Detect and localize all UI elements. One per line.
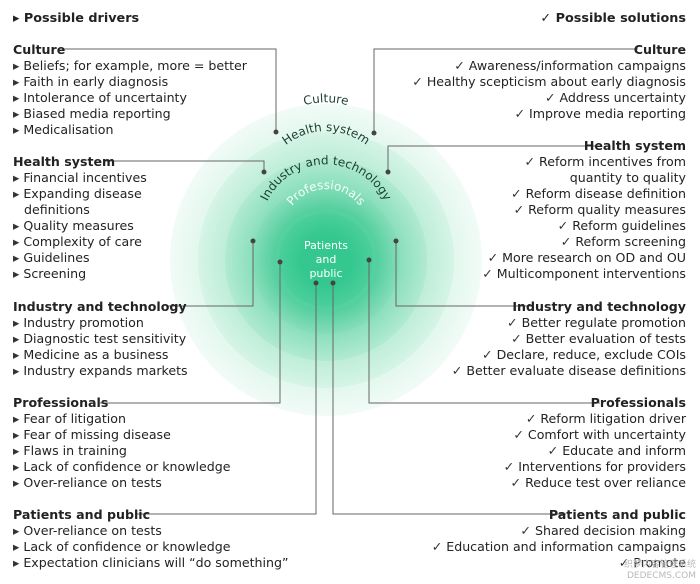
solution-item: Better regulate promotion (452, 315, 686, 331)
solution-item: Comfort with uncertainty (504, 427, 686, 443)
solution-item: Shared decision making (432, 523, 686, 539)
driver-item: Financial incentives (13, 170, 146, 186)
driver-item: Medicine as a business (13, 347, 188, 363)
solutions-header: ✓ Possible solutions (540, 11, 686, 26)
solution-section-culture: Culture Awareness/information campaigns … (412, 42, 686, 122)
solution-item: Reduce test over reliance (504, 475, 686, 491)
solution-item: Healthy scepticism about early diagnosis (412, 74, 686, 90)
connector-solution-industry (395, 241, 534, 307)
solution-section-health-system: Health system Reform incentives from qua… (482, 138, 686, 282)
drivers-header-marker: ▸ (13, 11, 24, 26)
connector-driver-culture (62, 48, 277, 132)
solutions-header-label: Possible solutions (555, 11, 686, 26)
driver-item: Lack of confidence or knowledge (13, 539, 289, 555)
driver-section-culture: Culture Beliefs; for example, more = bet… (13, 42, 247, 138)
solution-item: Education and information campaigns (432, 539, 686, 555)
driver-item: Lack of confidence or knowledge (13, 459, 230, 475)
ring-label-culture: Culture (302, 91, 350, 108)
watermark: 织梦内容管理系统 DEDECMS.COM (624, 560, 696, 582)
solution-section-title: Professionals (590, 395, 686, 410)
solution-item: Address uncertainty (412, 90, 687, 106)
connector-solution-professionals (368, 260, 600, 404)
connector-solution-health-system (387, 145, 596, 172)
driver-section-title: Industry and technology (13, 299, 187, 314)
core-patients-public (279, 213, 373, 307)
solution-connectors (330, 48, 638, 515)
solution-section-professionals: Professionals Reform litigation driver C… (504, 395, 686, 491)
driver-item: Screening (13, 266, 147, 282)
core-label-line2: and (316, 253, 337, 266)
driver-item: Fear of missing disease (13, 427, 231, 443)
solutions-header-marker: ✓ (540, 11, 556, 26)
driver-item: Beliefs; for example, more = better (13, 58, 247, 74)
solution-item: Declare, reduce, exclude COIs (452, 347, 686, 363)
watermark-line2: DEDECMS.COM (627, 571, 696, 581)
solution-item: Reform quality measures (482, 202, 686, 218)
watermark-line1: 织梦内容管理系统 (623, 560, 696, 570)
driver-item: Fear of litigation (13, 411, 231, 427)
driver-section-title: Health system (13, 154, 116, 169)
solution-item-continuation: quantity to quality (569, 170, 686, 185)
driver-item: Faith in early diagnosis (13, 74, 247, 90)
driver-item: Guidelines (13, 250, 147, 266)
driver-item: Medicalisation (13, 122, 247, 138)
solution-section-title: Industry and technology (512, 299, 686, 314)
solution-item: Multicomponent interventions (482, 266, 686, 282)
connector-driver-industry (166, 241, 254, 307)
driver-item: Biased media reporting (13, 106, 247, 122)
driver-section-patients: Patients and public Over-reliance on tes… (13, 507, 289, 571)
solution-item: More research on OD and OU (482, 250, 686, 266)
drivers-header-label: Possible drivers (23, 11, 140, 26)
driver-section-title: Patients and public (13, 507, 151, 522)
driver-item: Industry promotion (13, 315, 188, 331)
solution-item: Reform litigation driver (504, 411, 686, 427)
solution-section-title: Health system (583, 138, 686, 153)
driver-item: Complexity of care (13, 234, 147, 250)
connector-solution-patients (332, 283, 566, 515)
drivers-header: ▸ Possible drivers (13, 11, 139, 26)
solution-section-patients: Patients and public Shared decision maki… (432, 507, 686, 571)
solution-item: Reform disease definition (482, 186, 686, 202)
solution-item: Better evaluate disease definitions (452, 363, 686, 379)
driver-item-continuation: definitions (24, 202, 90, 217)
driver-item: Quality measures (13, 218, 147, 234)
solution-section-title: Patients and public (548, 507, 686, 522)
driver-item: Over-reliance on tests (13, 523, 289, 539)
solution-section-title: Culture (633, 42, 686, 57)
driver-item: Expectation clinicians will “do somethin… (13, 555, 288, 571)
driver-connectors (62, 48, 319, 515)
driver-item: Diagnostic test sensitivity (13, 331, 188, 347)
connector-driver-health-system (104, 160, 265, 172)
solution-item: Reform screening (482, 234, 686, 250)
solution-item: Reform guidelines (482, 218, 686, 234)
driver-item: Intolerance of uncertainty (13, 90, 247, 106)
solution-item: Awareness/information campaigns (412, 58, 686, 74)
solution-item: Interventions for providers (504, 459, 686, 475)
driver-section-title: Culture (13, 42, 66, 57)
driver-item: Flaws in training (13, 443, 231, 459)
solution-section-industry: Industry and technology Better regulate … (452, 299, 686, 379)
driver-item: Industry expands markets (13, 363, 187, 379)
solution-item: Educate and inform (504, 443, 686, 459)
solution-item: Reform incentives from (482, 154, 686, 170)
driver-section-title: Professionals (13, 395, 109, 410)
connector-driver-patients (135, 283, 317, 515)
connector-driver-professionals (100, 262, 281, 404)
driver-item: Expanding disease (13, 186, 147, 202)
driver-section-professionals: Professionals Fear of litigation Fear of… (13, 395, 231, 491)
driver-section-health-system: Health system Financial incentives Expan… (13, 154, 147, 282)
solution-item: Better evaluation of tests (452, 331, 686, 347)
core-label-line3: public (309, 267, 342, 280)
solution-item: Improve media reporting (412, 106, 686, 122)
driver-section-industry: Industry and technology Industry promoti… (13, 299, 188, 379)
core-label-line1: Patients (304, 239, 348, 252)
driver-item: Over-reliance on tests (13, 475, 231, 491)
solution-item: Promote (432, 555, 686, 571)
connector-solution-culture (373, 48, 638, 133)
